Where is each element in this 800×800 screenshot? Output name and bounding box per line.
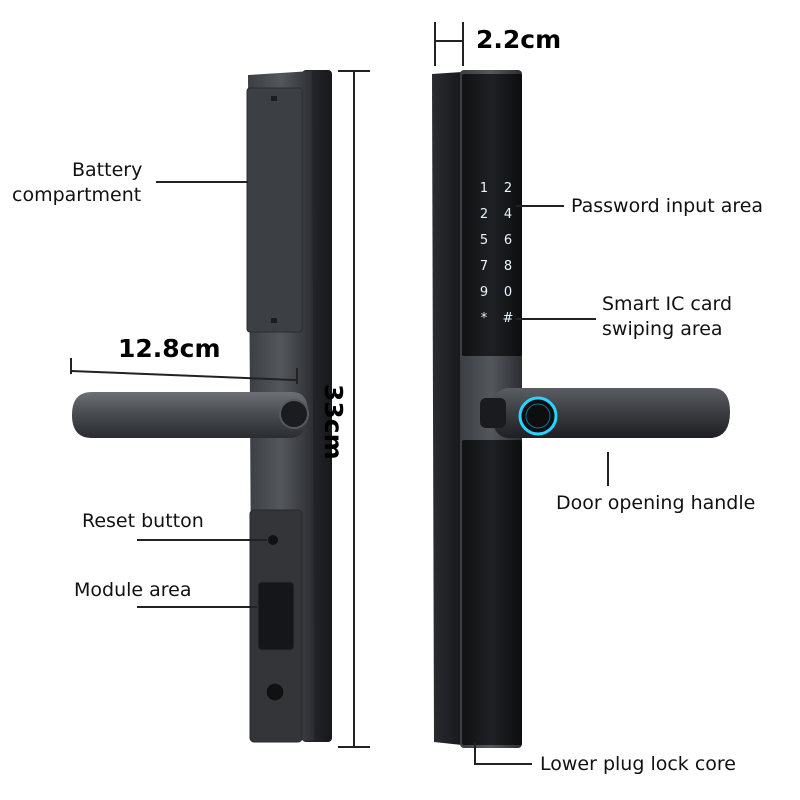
reset-label: Reset button bbox=[82, 510, 204, 532]
front-lock-body bbox=[432, 70, 730, 748]
battery-label-line1: Battery bbox=[72, 159, 143, 181]
module-slot bbox=[257, 581, 295, 651]
battery-leader bbox=[156, 181, 248, 183]
height-line bbox=[353, 70, 355, 748]
lower-core-label: Lower plug lock core bbox=[540, 753, 736, 775]
thickness-dimension: 2.2cm bbox=[476, 25, 562, 54]
keypad-key: # bbox=[503, 311, 514, 326]
keypad-panel bbox=[462, 74, 522, 356]
battery-cover bbox=[246, 87, 303, 333]
handle-length-dimension: 12.8cm bbox=[118, 334, 221, 363]
handle-dim-tick-right bbox=[296, 368, 298, 384]
password-label: Password input area bbox=[571, 195, 764, 217]
module-label: Module area bbox=[74, 579, 192, 601]
core-leader-vertical bbox=[474, 742, 476, 764]
thickness-tick-left bbox=[434, 22, 436, 66]
rear-lock-body bbox=[72, 70, 332, 743]
keypad-key: 9 bbox=[480, 285, 488, 300]
handle-label: Door opening handle bbox=[556, 492, 756, 514]
thickness-tick-right bbox=[462, 22, 464, 66]
keypad-key: 2 bbox=[504, 181, 512, 196]
keypad: 1 2 2 4 5 6 7 8 9 0 * # bbox=[480, 181, 514, 326]
keypad-key: * bbox=[481, 311, 488, 326]
keypad-key: 1 bbox=[480, 181, 488, 196]
keypad-key: 8 bbox=[504, 259, 512, 274]
handle-leader bbox=[607, 452, 609, 486]
keypad-key: 0 bbox=[504, 285, 512, 300]
thickness-line bbox=[434, 40, 464, 42]
keypad-key: 4 bbox=[504, 207, 512, 222]
battery-label-line2: compartment bbox=[12, 184, 142, 206]
module-leader bbox=[137, 606, 257, 608]
lower-panel bbox=[462, 440, 522, 745]
keypad-key: 2 bbox=[480, 207, 488, 222]
card-label-line2: swiping area bbox=[602, 318, 723, 340]
module-hole bbox=[265, 682, 285, 702]
handle-dim-tick-left bbox=[70, 358, 72, 374]
reset-button-dot bbox=[268, 535, 278, 545]
core-leader-horizontal bbox=[474, 763, 532, 765]
keypad-key: 6 bbox=[504, 233, 512, 248]
reset-leader bbox=[137, 539, 267, 541]
card-leader bbox=[516, 318, 596, 320]
card-label-line1: Smart IC card bbox=[602, 293, 733, 315]
fingerprint-sensor bbox=[518, 396, 558, 436]
height-dimension: 33cm bbox=[319, 384, 348, 460]
password-leader bbox=[516, 205, 564, 207]
keypad-key: 5 bbox=[480, 233, 488, 248]
rear-handle bbox=[72, 392, 308, 438]
keypad-key: 7 bbox=[480, 259, 488, 274]
